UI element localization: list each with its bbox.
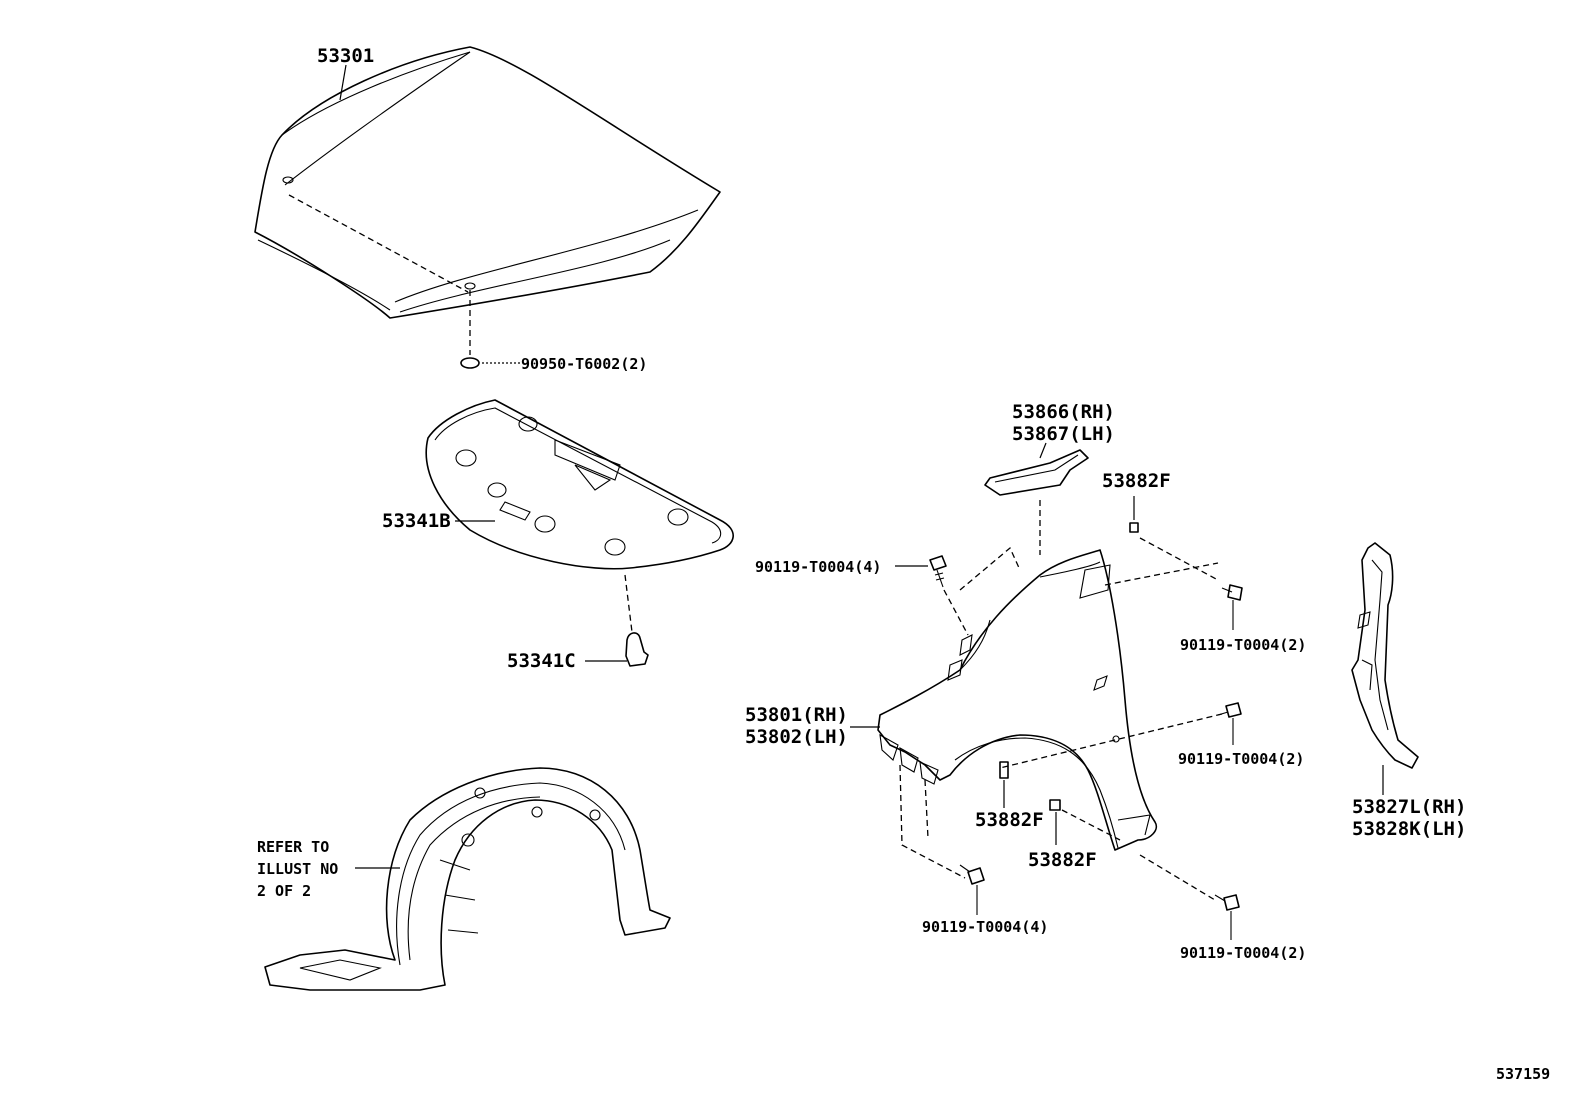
side-seal-lh-part-number: 53828K(LH) bbox=[1352, 818, 1466, 840]
refer-text-line3: 2 OF 2 bbox=[257, 882, 311, 900]
fender-seal-rh-part-number: 53866(RH) bbox=[1012, 401, 1115, 423]
bolt-mid-right-part-number: 90119-T0004(2) bbox=[1178, 750, 1304, 768]
fender-seal-upper[interactable] bbox=[984, 449, 1089, 496]
diagram-id: 537159 bbox=[1496, 1065, 1550, 1083]
fender-seal-leader bbox=[1039, 442, 1047, 459]
retainer-low-part-number: 53882F bbox=[1028, 849, 1097, 871]
bolt-upper-right-part-number: 90119-T0004(2) bbox=[1180, 636, 1306, 654]
fender-liner[interactable] bbox=[264, 767, 671, 991]
retainer-top[interactable] bbox=[1129, 522, 1139, 533]
hood-panel[interactable] bbox=[254, 46, 721, 319]
retainer-top-dashline bbox=[1139, 537, 1219, 581]
hood-insulator-part-number: 53341B bbox=[382, 510, 451, 532]
bolt-upper-right[interactable] bbox=[1221, 584, 1243, 630]
retainer-mid-part-number: 53882F bbox=[975, 809, 1044, 831]
hood-insulator[interactable] bbox=[425, 399, 734, 570]
bolt-bottom-right[interactable] bbox=[1214, 894, 1240, 940]
bolt-bottom-left-part-number: 90119-T0004(4) bbox=[922, 918, 1048, 936]
retainer-low[interactable] bbox=[1049, 799, 1061, 811]
bolt-bottom-right-part-number: 90119-T0004(2) bbox=[1180, 944, 1306, 962]
fender-lh-part-number: 53802(LH) bbox=[745, 726, 848, 748]
retainer-low-dashline bbox=[1061, 809, 1121, 841]
fender-seal-lh-part-number: 53867(LH) bbox=[1012, 423, 1115, 445]
bolt-bottom-right-dashline bbox=[1139, 854, 1216, 901]
front-fender[interactable] bbox=[877, 549, 1157, 851]
side-seal-rh-part-number: 53827L(RH) bbox=[1352, 796, 1466, 818]
side-seal[interactable] bbox=[1351, 542, 1419, 769]
bolt-upper-left-part-number: 90119-T0004(4) bbox=[755, 558, 881, 576]
refer-text-line1: REFER TO bbox=[257, 838, 329, 856]
bolt-mid-right-dashline bbox=[999, 713, 1223, 769]
hood-leader bbox=[339, 64, 347, 101]
bolt-bottom-left-dashline bbox=[899, 764, 966, 879]
retainer-mid[interactable] bbox=[999, 761, 1009, 779]
hood-part-number: 53301 bbox=[317, 45, 374, 67]
retainer-top-part-number: 53882F bbox=[1102, 470, 1171, 492]
hood-clip-dashline bbox=[288, 194, 469, 293]
insulator-clip[interactable] bbox=[625, 632, 649, 667]
hood-clip-part-number: 90950-T6002(2) bbox=[521, 355, 647, 373]
refer-text-line2: ILLUST NO bbox=[257, 860, 338, 878]
hood-clip[interactable] bbox=[460, 357, 480, 369]
fender-rh-part-number: 53801(RH) bbox=[745, 704, 848, 726]
bolt-upper-left[interactable] bbox=[929, 555, 947, 588]
insulator-clip-dashline bbox=[624, 574, 633, 633]
bolt-upper-right-dashline bbox=[1104, 562, 1219, 586]
bolt-mid-right[interactable] bbox=[1217, 702, 1242, 745]
insulator-clip-part-number: 53341C bbox=[507, 650, 576, 672]
bolt-bottom-left[interactable] bbox=[959, 864, 985, 915]
bolt-upper-left-dashline bbox=[943, 546, 1021, 636]
